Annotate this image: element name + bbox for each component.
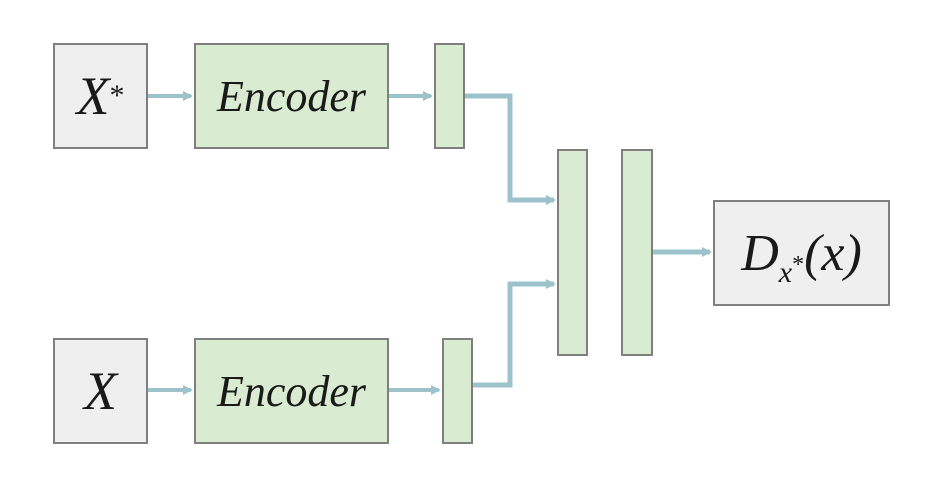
output-argument: (x) xyxy=(804,224,862,282)
input-box-x-star: X* xyxy=(53,43,148,149)
dense-layer xyxy=(621,149,653,356)
output-subscript: x* xyxy=(778,252,805,289)
code-vector-top xyxy=(434,43,465,149)
input-label-x: X xyxy=(55,340,146,442)
encoder-label-bottom: Encoder xyxy=(216,366,367,416)
encoder-label-top: Encoder xyxy=(216,71,367,121)
encoder-box-bottom: Encoder xyxy=(194,338,389,444)
output-base: D xyxy=(741,224,779,282)
arrow-bottom-code-to-merge xyxy=(473,279,556,388)
encoder-box-top: Encoder xyxy=(194,43,389,149)
input-symbol: X xyxy=(84,361,117,421)
code-vector-bottom xyxy=(442,338,473,444)
output-subscript-star: * xyxy=(792,252,805,278)
arrow-top-code-to-merge xyxy=(465,93,556,205)
input-symbol: X xyxy=(76,66,110,126)
input-box-x: X xyxy=(53,338,148,444)
input-label-x-star: X* xyxy=(76,66,125,126)
merged-layer xyxy=(557,149,588,356)
